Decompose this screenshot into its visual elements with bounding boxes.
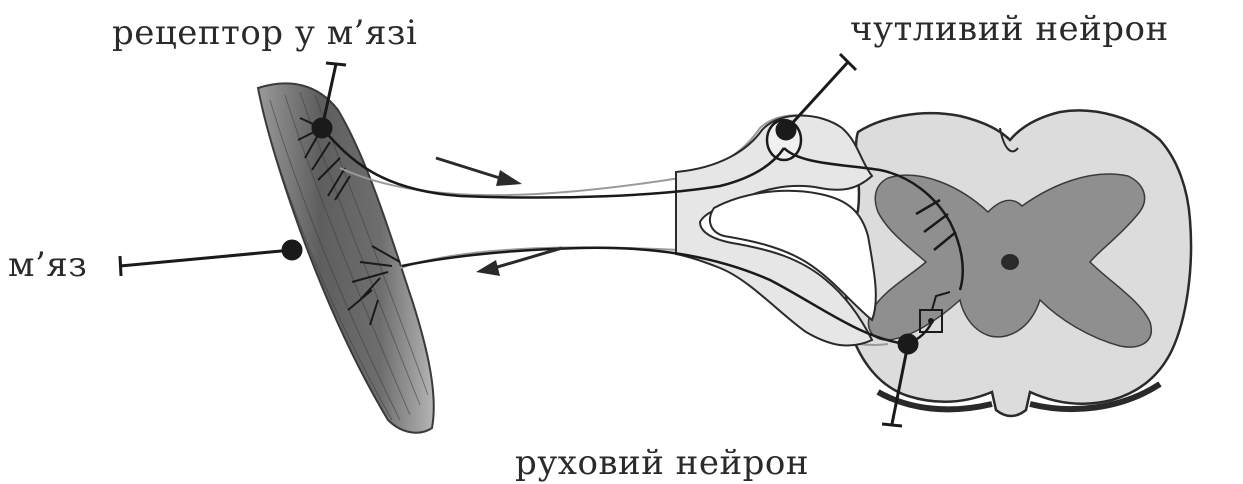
spinal-cord [846,110,1191,416]
label-muscle: м’яз [8,248,87,282]
label-sensory-neuron: чутливий нейрон [850,12,1169,46]
label-receptor: рецептор у м’язі [112,16,417,50]
leader-muscle [120,241,301,276]
muscle [258,83,434,432]
label-motor-neuron: руховий нейрон [515,446,809,480]
arrow-right-icon [436,158,522,186]
spinal-nerve [340,115,888,345]
